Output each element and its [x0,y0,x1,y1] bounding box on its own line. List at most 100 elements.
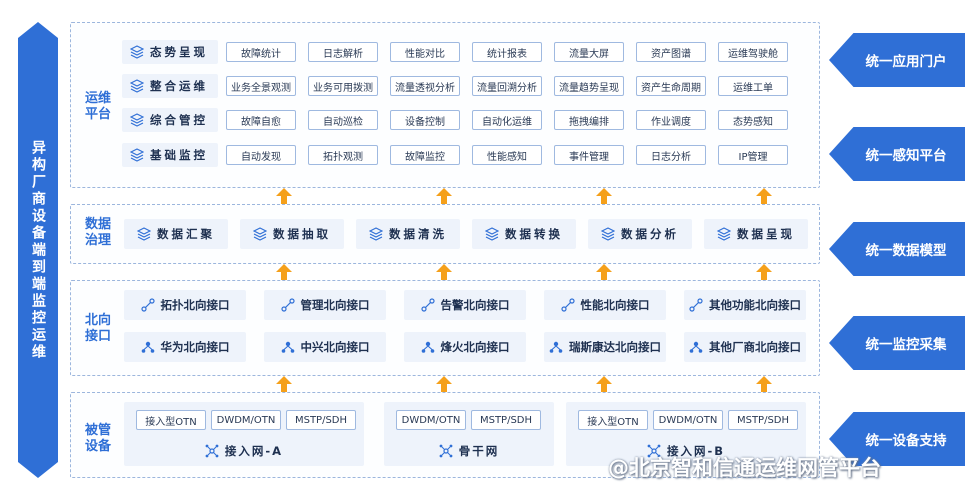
up-arrow-icon [756,188,772,204]
device-type-chip[interactable]: DWDM/OTN [211,410,281,430]
nb-card-label: 烽火北向接口 [440,340,510,354]
gov-card-label: 数据抽取 [273,227,331,241]
ops-function-chip[interactable]: 日志解析 [308,42,378,62]
ops-function-chip[interactable]: 拓扑观测 [308,145,378,165]
device-type-chip[interactable]: MSTP/SDH [728,410,798,430]
ops-function-chip[interactable]: IP管理 [718,145,788,165]
ops-function-chip[interactable]: 事件管理 [554,145,624,165]
vendor-node-icon [689,341,703,353]
nb-card-label: 华为北向接口 [160,340,230,354]
ops-function-chip[interactable]: 故障监控 [390,145,460,165]
up-arrow-icon [596,264,612,280]
layers-icon [130,79,144,93]
up-arrow-icon [276,188,292,204]
nb-interface-card[interactable]: 瑞斯康达北向接口 [544,332,666,362]
layers-icon [130,148,144,162]
device-type-chip[interactable]: 接入型OTN [136,410,206,430]
ops-function-chip[interactable]: 拖拽编排 [554,110,624,130]
network-icon [647,444,661,458]
ops-function-chip[interactable]: 作业调度 [636,110,706,130]
nb-interface-card[interactable]: 烽火北向接口 [404,332,526,362]
up-arrow-icon [276,376,292,392]
nb-card-label: 管理北向接口 [300,298,370,312]
nb-interface-card[interactable]: 拓扑北向接口 [124,290,246,320]
device-type-chip[interactable]: MSTP/SDH [286,410,356,430]
device-group-title: 接入网-B [566,442,806,460]
nb-section-title: 北向接口 [84,313,111,344]
ops-function-chip[interactable]: 资产生命周期 [636,76,706,96]
gov-card-label: 数据分析 [621,227,679,241]
left-banner-text: 异构厂商设备端到端监控运维 [30,139,46,361]
vendor-node-icon [141,341,154,353]
right-banner: 统一数据模型 [829,222,965,276]
nb-interface-card[interactable]: 其他功能北向接口 [684,290,806,320]
vendor-node-icon [281,341,294,353]
ops-function-chip[interactable]: 自动发现 [226,145,296,165]
nb-card-label: 其他厂商北向接口 [709,340,801,354]
nb-card-label: 中兴北向接口 [300,340,370,354]
nb-interface-card[interactable]: 其他厂商北向接口 [684,332,806,362]
ops-function-chip[interactable]: 故障统计 [226,42,296,62]
nb-interface-card[interactable]: 中兴北向接口 [264,332,386,362]
device-type-chip[interactable]: DWDM/OTN [396,410,466,430]
device-group-title-text: 接入网-A [224,444,284,458]
gov-card[interactable]: 数据汇聚 [124,219,228,249]
ops-function-chip[interactable]: 性能感知 [472,145,542,165]
gov-card[interactable]: 数据分析 [588,219,692,249]
nb-interface-card[interactable]: 华为北向接口 [124,332,246,362]
interface-link-icon [689,298,703,312]
ops-function-chip[interactable]: 自动化运维 [472,110,542,130]
ops-function-chip[interactable]: 流量趋势呈现 [554,76,624,96]
right-banner: 统一应用门户 [829,33,965,87]
gov-card[interactable]: 数据转换 [472,219,576,249]
layers-icon [369,227,383,241]
gov-card-label: 数据呈现 [737,227,795,241]
nb-interface-card[interactable]: 告警北向接口 [404,290,526,320]
ops-function-chip[interactable]: 统计报表 [472,42,542,62]
vendor-node-icon [421,341,434,353]
ops-function-chip[interactable]: 设备控制 [390,110,460,130]
gov-card[interactable]: 数据呈现 [704,219,808,249]
gov-card[interactable]: 数据抽取 [240,219,344,249]
ops-function-chip[interactable]: 自动巡检 [308,110,378,130]
right-banner: 统一感知平台 [829,127,965,181]
nb-card-label: 拓扑北向接口 [160,298,230,312]
up-arrow-icon [756,264,772,280]
ops-function-chip[interactable]: 性能对比 [390,42,460,62]
gov-card-label: 数据汇聚 [157,227,215,241]
device-group-title-text: 骨干网 [458,444,500,458]
up-arrow-icon [436,376,452,392]
nb-interface-card[interactable]: 管理北向接口 [264,290,386,320]
device-type-chip[interactable]: DWDM/OTN [653,410,723,430]
dev-section-title: 被管设备 [84,423,111,454]
gov-card-label: 数据清洗 [389,227,447,241]
ops-function-chip[interactable]: 故障自愈 [226,110,296,130]
nb-interface-card[interactable]: 性能北向接口 [544,290,666,320]
up-arrow-icon [276,264,292,280]
ops-function-chip[interactable]: 运维驾驶舱 [718,42,788,62]
device-type-chip[interactable]: 接入型OTN [578,410,648,430]
nb-card-label: 其他功能北向接口 [709,298,801,312]
watermark-text: @北京智和信通运维网管平台 [608,456,881,480]
gov-card[interactable]: 数据清洗 [356,219,460,249]
ops-function-chip[interactable]: 资产图谱 [636,42,706,62]
up-arrow-icon [596,376,612,392]
ops-function-chip[interactable]: 日志分析 [636,145,706,165]
gov-section-title: 数据治理 [84,217,111,248]
ops-function-chip[interactable]: 业务可用拨测 [308,76,378,96]
ops-function-chip[interactable]: 业务全景观测 [226,76,296,96]
ops-function-chip[interactable]: 运维工单 [718,76,788,96]
ops-function-chip[interactable]: 流量透视分析 [390,76,460,96]
device-type-chip[interactable]: MSTP/SDH [471,410,541,430]
layers-icon [130,113,144,127]
ops-row-label: 整合运维 [122,74,218,98]
layers-icon [485,227,499,241]
interface-link-icon [560,298,575,312]
ops-function-chip[interactable]: 流量回溯分析 [472,76,542,96]
ops-function-chip[interactable]: 流量大屏 [554,42,624,62]
up-arrow-icon [436,264,452,280]
ops-function-chip[interactable]: 态势感知 [718,110,788,130]
nb-card-label: 瑞斯康达北向接口 [569,340,661,354]
